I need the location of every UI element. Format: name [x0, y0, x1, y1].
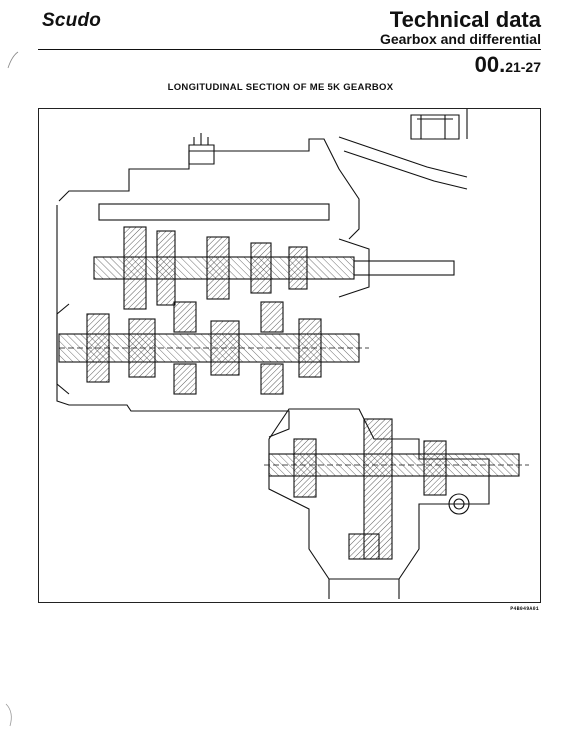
gear-4 [250, 242, 272, 294]
input-bearing [338, 238, 370, 298]
synchro-hub-1b [173, 363, 197, 395]
brand-name: Scudo [42, 10, 102, 31]
gearbox-section-drawing [38, 108, 541, 603]
margin-mark-bottom [5, 703, 12, 727]
document-title: Technical data [389, 7, 541, 32]
synchro-hub-2b [260, 363, 284, 395]
document-subtitle: Gearbox and differential [379, 31, 541, 47]
gear-1 [123, 226, 147, 310]
lower-casing [56, 205, 290, 438]
section-number: 00.21-27 [475, 52, 541, 78]
gear-2 [156, 230, 176, 306]
gear-5 [288, 246, 308, 290]
section-number-main: 00. [474, 52, 506, 77]
section-number-sub: 21-27 [505, 59, 541, 75]
breather-housing [410, 114, 460, 140]
bearing-right [423, 440, 447, 496]
synchro-hub-2 [260, 301, 284, 333]
margin-mark-top [7, 51, 19, 69]
differential-housing [268, 408, 490, 580]
upper-casing [58, 138, 360, 240]
header-block: Technical data Gearbox and differential [380, 9, 541, 47]
bearing-left [293, 438, 317, 498]
selector-rod [98, 203, 330, 221]
figure-title: LONGITUDINAL SECTION OF ME 5K GEARBOX [167, 82, 394, 93]
drain-plug [448, 493, 470, 515]
synchro-hub-1 [173, 301, 197, 333]
input-shaft-extension [353, 260, 455, 276]
gear-3 [206, 236, 230, 300]
gearbox-drawing-svg [56, 109, 529, 599]
header-rule [38, 49, 541, 50]
figure-code: P4B049A01 [510, 606, 539, 612]
